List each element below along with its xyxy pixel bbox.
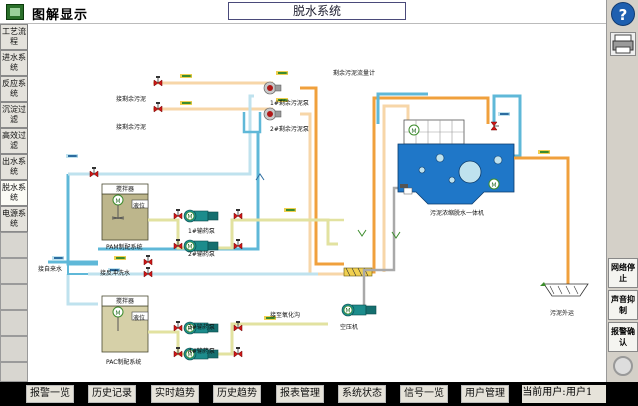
label-pac-system: PAC制配系统: [106, 359, 142, 366]
nav-inlet-system[interactable]: 进水系统: [0, 50, 28, 76]
bottom-toolbar: 报警一览 历史记录 实时趋势 历史趋势 报表管理 系统状态 信号一览 用户管理 …: [0, 382, 638, 406]
label-level-2: 液位: [133, 315, 146, 322]
btn-report-mgmt[interactable]: 报表管理: [276, 385, 324, 403]
nav-empty-slot: [0, 362, 28, 382]
btn-system-status[interactable]: 系统状态: [338, 385, 386, 403]
btn-alarm-list[interactable]: 报警一览: [26, 385, 74, 403]
label-flush-water: 接反冲洗水: [100, 270, 131, 277]
label-dewatering-machine: 污泥浓缩脱水一体机: [430, 210, 485, 217]
nav-sedimentation-filter[interactable]: 沉淀过滤: [0, 102, 28, 128]
nav-outlet-system[interactable]: 出水系统: [0, 154, 28, 180]
pipework-canvas: M: [48, 71, 589, 361]
btn-history-trend[interactable]: 历史趋势: [213, 385, 261, 403]
label-from-excess-sludge-2: 接剩余污泥: [116, 124, 147, 131]
label-level-1: 液位: [133, 203, 146, 210]
help-button[interactable]: ?: [611, 2, 635, 26]
nav-empty-slot: [0, 258, 28, 284]
label-tap-water: 接自来水: [38, 266, 63, 273]
right-panel: ? 网络停止 声音抑制 报警确认: [606, 0, 638, 382]
system-name-display: 脱水系统: [228, 2, 406, 20]
network-stop-button[interactable]: 网络停止: [608, 258, 638, 288]
label-dose-pump-4: 4#输药泵: [188, 348, 215, 355]
label-sludge-out: 污泥外运: [550, 310, 575, 317]
nav-empty-slot: [0, 232, 28, 258]
svg-text:M: M: [115, 198, 120, 205]
current-user-label: 当前用户:: [522, 385, 566, 403]
current-user-value: 用户1: [566, 385, 606, 403]
nav-empty-slot: [0, 284, 28, 310]
label-excess-sludge-meter: 剩余污泥流量计: [333, 70, 376, 77]
nav-empty-slot: [0, 310, 28, 336]
alarm-ack-button[interactable]: 报警确认: [608, 322, 638, 352]
label-air-compressor: 空压机: [340, 324, 359, 331]
nav-process-flow[interactable]: 工艺流程: [0, 24, 28, 50]
label-dose-pump-3: 3#输药泵: [188, 324, 215, 331]
label-dose-pump-1: 1#输药泵: [188, 228, 215, 235]
label-excess-pump-1: 1#剩余污泥泵: [270, 100, 309, 107]
printer-icon[interactable]: [610, 32, 636, 56]
label-pam-system: PAM制配系统: [106, 244, 143, 251]
btn-user-mgmt[interactable]: 用户管理: [461, 385, 509, 403]
left-nav: 工艺流程 进水系统 反应系统 沉淀过滤 高效过滤 出水系统 脱水系统 电源系统: [0, 24, 28, 382]
label-dose-pump-2: 2#输药泵: [188, 251, 215, 258]
label-mixer-1: 搅拌器: [116, 186, 135, 193]
btn-realtime-trend[interactable]: 实时趋势: [151, 385, 199, 403]
label-from-excess-sludge-1: 接剩余污泥: [116, 96, 147, 103]
btn-history-records[interactable]: 历史记录: [88, 385, 136, 403]
label-to-drain: 接至氧化沟: [270, 312, 301, 319]
nav-power-system[interactable]: 电源系统: [0, 206, 28, 232]
indicator-lamp-icon: [613, 356, 633, 376]
svg-text:M: M: [115, 310, 120, 317]
svg-text:M: M: [411, 128, 416, 135]
btn-signal-list[interactable]: 信号一览: [400, 385, 448, 403]
sound-mute-button[interactable]: 声音抑制: [608, 290, 638, 320]
nav-reaction-system[interactable]: 反应系统: [0, 76, 28, 102]
label-mixer-2: 搅拌器: [116, 298, 135, 305]
label-excess-pump-2: 2#剩余污泥泵: [270, 126, 309, 133]
app-logo-icon: [6, 4, 24, 20]
nav-efficient-filter[interactable]: 高效过滤: [0, 128, 28, 154]
svg-text:M: M: [491, 182, 496, 189]
nav-dewatering-system[interactable]: 脱水系统: [0, 180, 28, 206]
nav-empty-slot: [0, 336, 28, 362]
panel-spacer: [610, 60, 636, 258]
page-title: 图解显示: [32, 8, 89, 23]
title-bar: 图解显示 脱水系统: [0, 0, 606, 24]
process-diagram: M: [28, 24, 606, 382]
